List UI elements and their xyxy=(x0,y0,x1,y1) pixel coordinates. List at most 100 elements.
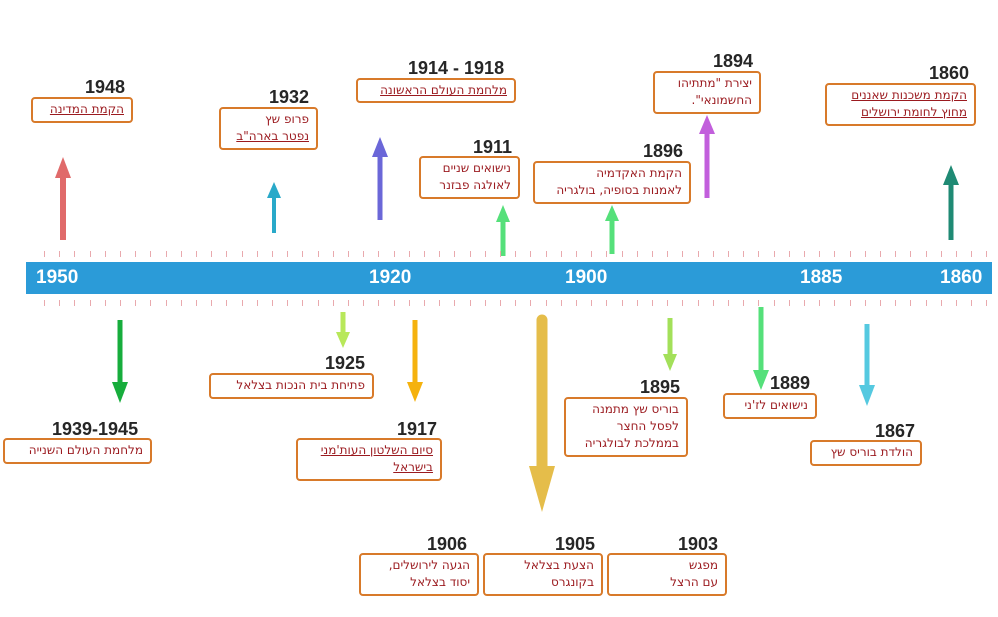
timeline-tick xyxy=(713,251,714,257)
timeline-tick xyxy=(698,251,699,257)
timeline-tick xyxy=(743,251,744,257)
timeline-tick xyxy=(150,300,151,306)
year-1906: 1906 xyxy=(427,534,468,554)
event-text: הולדת בוריס שץ xyxy=(830,445,913,459)
year-1905: 1905 xyxy=(555,534,596,554)
timeline-tick xyxy=(272,300,273,306)
timeline-tick xyxy=(713,300,714,306)
timeline-tick xyxy=(941,300,942,306)
arrow-1896 xyxy=(605,205,619,254)
timeline-tick xyxy=(181,251,182,257)
timeline-tick xyxy=(59,300,60,306)
event-box-1914-1918: מלחמת העולם הראשונה xyxy=(356,78,516,103)
timeline-tick xyxy=(637,300,638,306)
timeline-tick xyxy=(758,251,759,257)
timeline-tick xyxy=(485,251,486,257)
timeline-tick xyxy=(181,300,182,306)
year-1867: 1867 xyxy=(875,421,916,441)
timeline-tick xyxy=(196,300,197,306)
timeline-tick xyxy=(971,300,972,306)
timeline-tick xyxy=(515,300,516,306)
timeline-tick xyxy=(758,300,759,306)
timeline-tick xyxy=(378,300,379,306)
timeline-tick xyxy=(926,300,927,306)
arrow-1939-1945 xyxy=(112,320,128,403)
event-box-1905: הצעת בצלאל בקונגרס xyxy=(483,553,603,596)
arrow-1914-1918 xyxy=(372,137,388,220)
event-text: לאמנות בסופיה, בולגריה xyxy=(556,183,682,197)
bar-label-1920: 1920 xyxy=(369,267,412,288)
timeline-tick xyxy=(454,300,455,306)
timeline-tick xyxy=(956,300,957,306)
timeline-tick xyxy=(941,251,942,257)
bar-label-1885: 1885 xyxy=(800,267,843,288)
timeline-tick xyxy=(834,251,835,257)
timeline-tick xyxy=(591,300,592,306)
event-text: לאולגה פבזנר xyxy=(439,178,511,192)
year-1939-1945: 1939-1945 xyxy=(52,419,139,439)
event-text: בממלכת לבולגריה xyxy=(584,436,679,450)
timeline-tick xyxy=(789,300,790,306)
timeline-tick xyxy=(576,300,577,306)
timeline-tick xyxy=(606,251,607,257)
arrow-1895 xyxy=(663,318,677,371)
timeline-tick xyxy=(865,300,866,306)
event-box-1939-1945: מלחמת העולם השנייה xyxy=(3,438,152,464)
timeline-tick xyxy=(698,300,699,306)
timeline-tick xyxy=(682,251,683,257)
timeline-tick xyxy=(242,251,243,257)
event-text: פרופ שץ xyxy=(265,112,309,126)
timeline-tick xyxy=(257,300,258,306)
timeline-tick xyxy=(622,300,623,306)
timeline-tick xyxy=(74,300,75,306)
event-text: הקמת משכנות שאננים xyxy=(851,88,967,102)
timeline-tick xyxy=(789,251,790,257)
timeline-tick xyxy=(470,251,471,257)
event-text: מפגש xyxy=(688,558,718,572)
event-text: יסוד בצלאל xyxy=(410,575,470,589)
year-1932: 1932 xyxy=(269,87,310,107)
year-1896: 1896 xyxy=(643,141,684,161)
arrow-1932 xyxy=(267,182,281,233)
timeline-tick xyxy=(728,300,729,306)
timeline-tick xyxy=(90,300,91,306)
timeline-tick xyxy=(287,251,288,257)
timeline-tick xyxy=(439,251,440,257)
timeline-tick xyxy=(318,251,319,257)
timeline-tick xyxy=(363,300,364,306)
timeline-tick xyxy=(743,300,744,306)
timeline-tick xyxy=(454,251,455,257)
timeline-tick xyxy=(166,251,167,257)
bar-label-1900: 1900 xyxy=(565,267,608,288)
year-1914-1918: 1914 - 1918 xyxy=(408,58,505,78)
timeline-tick xyxy=(986,251,987,257)
timeline-tick xyxy=(880,251,881,257)
timeline-tick xyxy=(348,300,349,306)
timeline-tick xyxy=(971,251,972,257)
timeline-tick xyxy=(652,251,653,257)
timeline-tick xyxy=(880,300,881,306)
timeline-tick xyxy=(74,251,75,257)
timeline-tick xyxy=(834,300,835,306)
timeline-tick xyxy=(485,300,486,306)
timeline-tick xyxy=(530,300,531,306)
timeline-tick xyxy=(470,300,471,306)
timeline-tick xyxy=(105,300,106,306)
timeline-tick xyxy=(804,251,805,257)
bar-label-1860: 1860 xyxy=(940,267,983,288)
timeline-tick xyxy=(850,300,851,306)
event-text: נפטר בארה"ב xyxy=(236,129,309,143)
year-1903: 1903 xyxy=(678,534,719,554)
event-box-1948: הקמת המדינה xyxy=(31,97,133,123)
timeline-tick xyxy=(622,251,623,257)
event-box-1932: פרופ שץ נפטר בארה"ב xyxy=(219,107,318,150)
event-box-1895: בוריס שץ מתמנה לפסל החצר בממלכת לבולגריה xyxy=(564,397,688,457)
year-1860: 1860 xyxy=(929,63,970,83)
timeline-tick xyxy=(652,300,653,306)
timeline-tick xyxy=(257,251,258,257)
arrow-1917 xyxy=(407,320,423,402)
timeline-tick xyxy=(424,251,425,257)
event-text: בישראל xyxy=(393,460,433,474)
timeline-tick xyxy=(956,251,957,257)
